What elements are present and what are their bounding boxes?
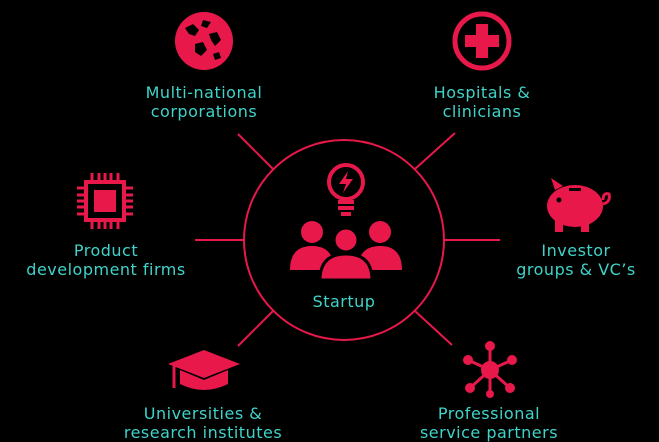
piggy-bank-icon xyxy=(547,178,611,232)
label-investors: Investor groups & VC’s xyxy=(516,241,636,279)
microchip-icon xyxy=(77,173,133,229)
people-group-icon xyxy=(290,221,402,282)
connector-hospitals xyxy=(414,132,456,170)
network-hub-icon xyxy=(463,341,517,398)
label-multinational: Multi-national corporations xyxy=(145,83,263,121)
label-product-dev: Product development firms xyxy=(26,241,186,279)
connector-universities xyxy=(237,310,274,347)
label-professional: Professional service partners xyxy=(419,404,559,442)
connector-multinational xyxy=(237,133,274,170)
graduation-cap-icon xyxy=(168,350,240,390)
globe-icon xyxy=(175,12,233,70)
label-hospitals: Hospitals & clinicians xyxy=(433,83,531,121)
lightbulb-bolt-icon xyxy=(327,163,365,216)
medical-cross-icon xyxy=(452,11,512,71)
center-label: Startup xyxy=(312,292,376,311)
label-universities: Universities & research institutes xyxy=(123,404,283,442)
connector-professional xyxy=(414,310,453,346)
